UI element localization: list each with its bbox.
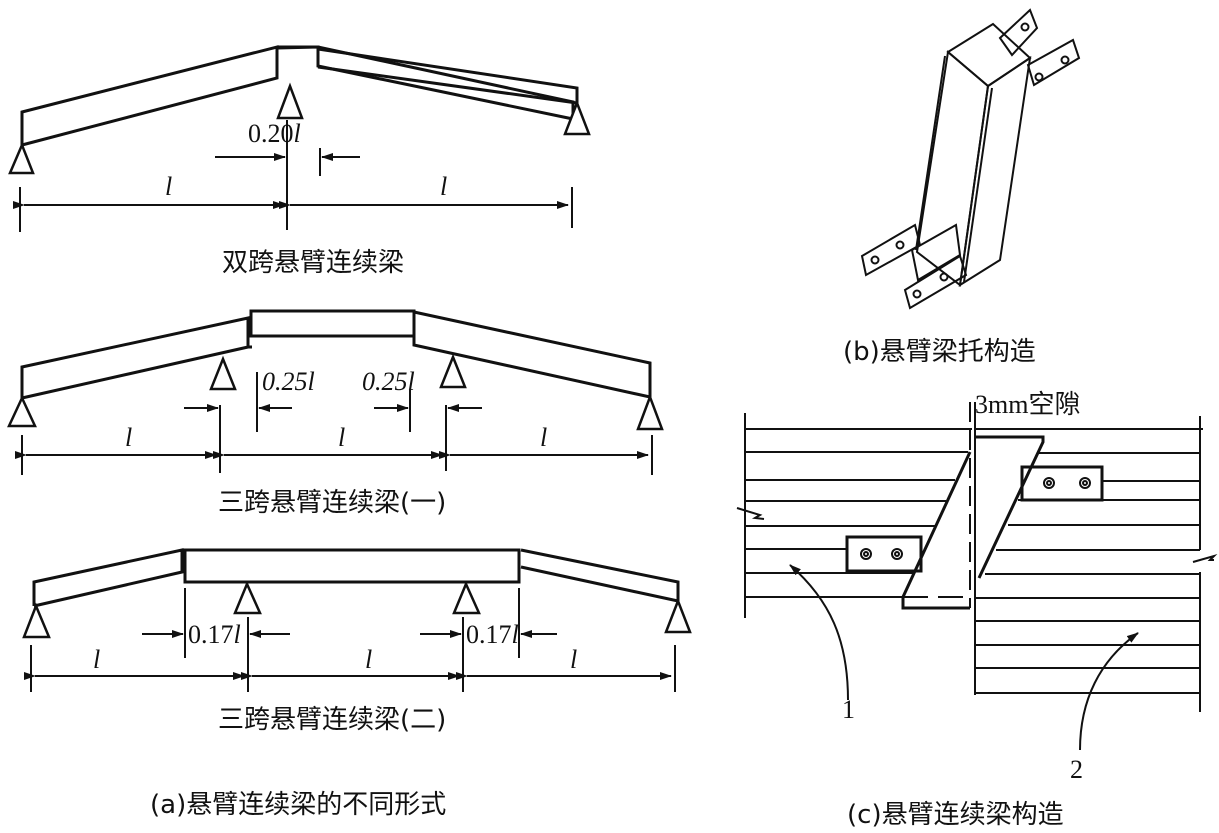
bottom-plate-2 xyxy=(903,254,968,310)
beam1-span-label-1: l xyxy=(165,172,172,201)
left-bolt-plate xyxy=(845,535,923,573)
beam2-overhang-left-label: 0.25l xyxy=(262,367,315,396)
beam3-overhang-right-label: 0.17l xyxy=(466,620,519,649)
beam1-support-2 xyxy=(276,82,304,120)
top-plate-2 xyxy=(1026,38,1081,87)
beam3-caption: 三跨悬臂连续梁(二) xyxy=(218,705,446,735)
beam3-span-label-3: l xyxy=(570,645,577,674)
beam1-left-segment xyxy=(20,45,279,147)
beam1-overhang-label: 0.20l xyxy=(248,119,301,148)
cantilever-bracket-drawing xyxy=(860,8,1081,310)
beam3-support-1 xyxy=(22,602,51,639)
beam3-support-2 xyxy=(233,580,262,615)
beam2-middle-segment xyxy=(249,309,416,338)
callout-1-leader xyxy=(789,564,849,701)
beam2-span-label-1: l xyxy=(125,423,132,452)
beam3-diagram: l l l 0.17l 0.17l 三跨悬臂连续梁(二) xyxy=(22,548,692,735)
beam3-span-label-1: l xyxy=(93,645,100,674)
beam2-support-2 xyxy=(209,355,237,391)
beam3-left-segment xyxy=(32,548,184,608)
beam1-support-3 xyxy=(563,99,591,136)
beam-joint-detail xyxy=(736,402,1218,751)
callout-2-label: 2 xyxy=(1070,755,1083,784)
beam2-left-segment xyxy=(20,316,250,400)
beam1-caption: 双跨悬臂连续梁 xyxy=(222,248,404,278)
beam1-span-label-2: l xyxy=(440,172,447,201)
beam3-overhang-left-label: 0.17l xyxy=(188,620,241,649)
beam3-middle-segment xyxy=(183,548,521,584)
beam2-support-1 xyxy=(7,395,37,428)
beam3-span-label-2: l xyxy=(365,645,372,674)
gap-label: 3mm空隙 xyxy=(975,390,1080,419)
beam3-support-3 xyxy=(452,580,481,615)
panel-b-caption: (b)悬臂梁托构造 xyxy=(843,337,1036,367)
beam2-caption: 三跨悬臂连续梁(一) xyxy=(218,488,446,518)
beam2-diagram: l l l 0.25l 0.25l 三跨悬臂连续梁(一) xyxy=(7,309,664,518)
beam2-support-3 xyxy=(439,353,467,389)
callout-2-leader xyxy=(1079,632,1139,751)
panel-a-caption: (a)悬臂连续梁的不同形式 xyxy=(150,790,446,820)
beam2-support-4 xyxy=(636,393,664,431)
top-plate-1 xyxy=(998,8,1039,57)
panel-c-caption: (c)悬臂连续梁构造 xyxy=(847,800,1064,830)
beam1-diagram: l l 0.20l 双跨悬臂连续梁 xyxy=(8,45,591,278)
beam1-support-1 xyxy=(8,141,35,175)
bottom-plate-1 xyxy=(860,223,922,277)
beam3-right-segment xyxy=(520,548,680,603)
beam2-overhang-right-label: 0.25l xyxy=(362,367,415,396)
beam3-support-4 xyxy=(664,597,692,634)
beam2-span-label-2: l xyxy=(338,423,345,452)
callout-1-label: 1 xyxy=(842,695,855,724)
right-bolt-plate xyxy=(1020,465,1104,502)
beam2-span-label-3: l xyxy=(540,423,547,452)
